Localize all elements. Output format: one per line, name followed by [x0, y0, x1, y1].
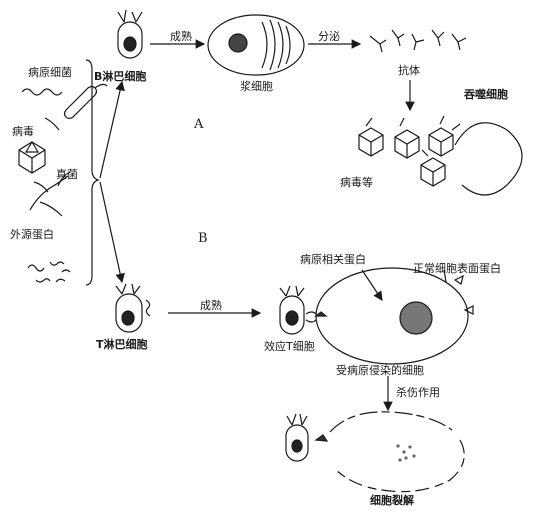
label-pathogen-protein: 病原相关蛋白 [300, 253, 366, 266]
label-normal-protein: 正常细胞表面蛋白 [413, 262, 501, 275]
b-lymphocyte-cell [117, 9, 143, 59]
antibodies-icon [369, 29, 467, 53]
label-maturation-b: 成熟 [170, 30, 192, 43]
marker-b: B [198, 231, 208, 246]
phagocyte-icon [454, 122, 523, 196]
label-virus: 病毒 [12, 125, 34, 138]
label-fungus: 真菌 [56, 168, 78, 181]
label-foreign-protein: 外源蛋白 [10, 228, 54, 241]
label-t-lymphocyte: T淋巴细胞 [96, 338, 148, 351]
label-bacteria: 病原细菌 [28, 66, 72, 79]
infected-cell [314, 267, 474, 365]
lysed-cell [329, 411, 465, 493]
label-antibody: 抗体 [398, 64, 420, 77]
effector-t-cell-lysis [285, 413, 329, 462]
bacterium-wavy [21, 88, 63, 96]
label-secretion: 分泌 [318, 30, 340, 43]
bacterium-rod [63, 85, 98, 120]
t-lymphocyte-cell [115, 283, 151, 333]
virus-cluster-icon [358, 115, 461, 187]
virus-icon [18, 140, 46, 174]
fungus-icon [29, 171, 71, 217]
foreign-protein-icon [27, 261, 71, 283]
label-b-lymphocyte: B淋巴细胞 [94, 70, 147, 83]
arrow-to-b-cell [99, 80, 125, 179]
label-plasma-cell: 浆细胞 [240, 80, 273, 93]
label-maturation-t: 成熟 [200, 299, 222, 312]
label-effector-t: 效应T细胞 [264, 340, 315, 353]
marker-a: A [194, 117, 204, 132]
label-phagocyte: 吞噬细胞 [464, 88, 508, 101]
label-infected-cell: 受病原侵染的细胞 [336, 364, 424, 377]
label-virus-etc: 病毒等 [340, 176, 373, 189]
brace [85, 59, 100, 286]
plasma-cell [207, 14, 305, 76]
effector-t-cell [279, 285, 317, 335]
label-killing: 杀伤作用 [396, 386, 440, 399]
label-lysis: 细胞裂解 [370, 494, 414, 507]
arrow-to-t-cell [99, 181, 125, 284]
